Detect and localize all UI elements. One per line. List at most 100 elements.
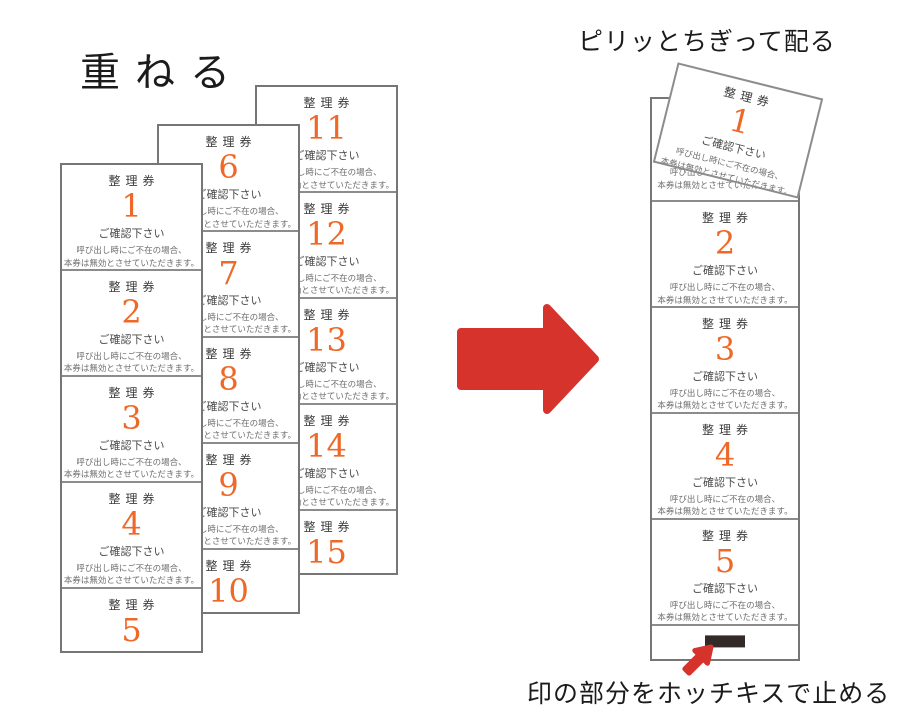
- ticket-note-line2: 本券は無効とさせていただきます。: [63, 257, 200, 268]
- ticket-number: 5: [714, 541, 736, 580]
- ticket-confirm-text: ご確認下さい: [692, 477, 758, 490]
- ticket-number: 4: [714, 435, 736, 474]
- ticket-cell: 整理券 5 ご確認下さい 呼び出し時にご不在の場合、 本券は無効とさせていただき…: [652, 517, 798, 624]
- ticket-confirm-text: ご確認下さい: [294, 571, 360, 573]
- ticket-cell: 整理券 2 ご確認下さい 呼び出し時にご不在の場合、 本券は無効とさせていただき…: [652, 202, 798, 306]
- ticket-number: 12: [306, 214, 347, 253]
- ticket-title: 整理券: [205, 135, 257, 149]
- ticket-note-line2: 本券は無効とさせていただきます。: [63, 363, 200, 374]
- ticket-note-line1: 呼び出し時にご不在の場合、: [669, 494, 781, 505]
- ticket-note-line1: 呼び出し時にご不在の場合、: [271, 167, 382, 178]
- ticket-cell: 整理券 1 ご確認下さい 呼び出し時にご不在の場合、 本券は無効とさせていただき…: [62, 165, 201, 269]
- ticket-note-line1: 呼び出し時にご不在の場合、: [669, 599, 781, 610]
- ticket-note-line2: 本券は無効とさせていただきます。: [160, 536, 297, 547]
- ticket-note-line1: 呼び出し時にご不在の場合、: [669, 388, 781, 399]
- ticket-number: 3: [121, 398, 142, 437]
- ticket-number: 6: [218, 148, 239, 186]
- ticket-note-line1: 呼び出し時にご不在の場合、: [669, 282, 781, 293]
- ticket-note-line2: 本券は無効とさせていただきます。: [258, 179, 395, 190]
- ticket-note-line1: 呼び出し時にご不在の場合、: [271, 484, 382, 495]
- ticket-note-line2: 本券は無効とさせていただきます。: [160, 430, 297, 441]
- ticket-note-line2: 本券は無効とさせていただきます。: [657, 400, 793, 411]
- ticket-title: 整理券: [303, 201, 355, 216]
- ticket-confirm-text: ご確認下さい: [692, 371, 758, 384]
- ticket-title: 整理券: [701, 528, 753, 543]
- ticket-note-line2: 本券は無効とさせていただきます。: [160, 324, 297, 335]
- ticket-notes: 呼び出し時にご不在の場合、 本券は無効とさせていただきます。: [657, 599, 792, 624]
- ticket-number: 7: [218, 253, 239, 292]
- ticket-title: 整理券: [701, 422, 753, 437]
- ticket-note-line1: 呼び出し時にご不在の場合、: [76, 562, 187, 573]
- ticket-notes: 呼び出し時にご不在の場合、 本券は無効とさせていただきます。: [64, 244, 199, 269]
- ticket-notes: 呼び出し時にご不在の場合、 本券は無効とさせていただきます。: [259, 272, 394, 297]
- staple-pointer-arrow-icon: [675, 635, 723, 683]
- ticket-note-line2: 本券は無効とさせていただきます。: [63, 469, 200, 480]
- ticket-title: 整理券: [205, 558, 257, 573]
- ticket-notes: 呼び出し時にご不在の場合、 本券は無効とさせていただきます。: [64, 562, 199, 587]
- ticket-number: 4: [121, 504, 142, 543]
- ticket-cell: 整理券 2 ご確認下さい 呼び出し時にご不在の場合、 本券は無効とさせていただき…: [62, 268, 201, 375]
- ticket-confirm-text: ご確認下さい: [98, 440, 165, 453]
- ticket-note-line2: 本券は無効とさせていただきます。: [657, 612, 793, 623]
- ticket-title: 整理券: [303, 519, 355, 534]
- ticket-note-line2: 本券は無効とさせていただきます。: [258, 497, 395, 508]
- ticket-notes: 呼び出し時にご不在の場合、 本券は無効とさせていただきます。: [161, 523, 296, 548]
- ticket-note-line1: 呼び出し時にご不在の場合、: [76, 351, 187, 362]
- ticket-confirm-text: ご確認下さい: [692, 265, 758, 278]
- ticket-number: 10: [208, 571, 249, 610]
- ticket-number: 2: [714, 224, 736, 262]
- ticket-note-line1: 呼び出し時にご不在の場合、: [76, 245, 187, 256]
- ticket-note-line1: 呼び出し時にご不在の場合、: [173, 418, 284, 429]
- ticket-cell: 整理券 4 ご確認下さい 呼び出し時にご不在の場合、 本券は無効とさせていただき…: [652, 411, 798, 518]
- ticket-confirm-text: ご確認下さい: [99, 649, 165, 651]
- ticket-note-line2: 本券は無効とさせていただきます。: [160, 218, 297, 229]
- staple-mark: [705, 635, 745, 648]
- ticket-notes: 呼び出し時にご不在の場合、 本券は無効とさせていただきます。: [161, 205, 296, 230]
- ticket-title: 整理券: [108, 597, 160, 612]
- ticket-notes: 呼び出し時にご不在の場合、 本券は無効とさせていただきます。: [259, 378, 394, 403]
- ticket-confirm-text: ご確認下さい: [293, 362, 360, 375]
- ticket-notes: 呼び出し時にご不在の場合、 本券は無効とさせていただきます。: [657, 493, 792, 518]
- ticket-title: 整理券: [108, 385, 160, 400]
- ticket-notes: 呼び出し時にご不在の場合、 本券は無効とさせていただきます。: [259, 166, 394, 191]
- ticket-note-line1: 呼び出し時にご不在の場合、: [271, 273, 382, 284]
- ticket-confirm-text: ご確認下さい: [98, 228, 165, 241]
- ticket-title: 整理券: [205, 452, 257, 467]
- staple-cell: [652, 623, 798, 659]
- ticket-number: 8: [218, 359, 239, 398]
- ticket-title: 整理券: [108, 491, 160, 506]
- ticket-notes: 呼び出し時にご不在の場合、 本券は無効とさせていただきます。: [657, 281, 792, 306]
- ticket-number: 15: [306, 532, 347, 571]
- ticket-cell: 整理券 4 ご確認下さい 呼び出し時にご不在の場合、 本券は無効とさせていただき…: [62, 480, 201, 587]
- ticket-number: 11: [306, 109, 347, 147]
- ticket-number: 14: [306, 426, 347, 465]
- ticket-confirm-text: ご確認下さい: [196, 610, 262, 612]
- ticket-number: 13: [306, 320, 347, 359]
- ticket-strip-1-5: 整理券 1 ご確認下さい 呼び出し時にご不在の場合、 本券は無効とさせていただき…: [60, 163, 203, 653]
- ticket-note-line1: 呼び出し時にご不在の場合、: [76, 457, 187, 468]
- ticket-note-line1: 呼び出し時にご不在の場合、: [173, 523, 284, 534]
- ticket-title: 整理券: [205, 240, 257, 255]
- caption-staple-step: 印の部分をホッチキスで止める: [527, 680, 891, 708]
- ticket-number: 5: [121, 610, 142, 649]
- ticket-title: 整理券: [701, 211, 753, 225]
- ticket-note-line2: 本券は無効とさせていただきます。: [657, 294, 793, 305]
- ticket-cell: 整理券 5 ご確認下さい 呼び出し時にご不在の場合、 本券は無効とさせていただき…: [62, 586, 201, 651]
- ticket-notes: 呼び出し時にご不在の場合、 本券は無効とさせていただきます。: [161, 417, 296, 442]
- ticket-note-line2: 本券は無効とさせていただきます。: [63, 575, 200, 586]
- ticket-number: 1: [725, 100, 755, 143]
- ticket-confirm-text: ご確認下さい: [195, 506, 262, 519]
- ticket-cell: 整理券 3 ご確認下さい 呼び出し時にご不在の場合、 本券は無効とさせていただき…: [62, 374, 201, 481]
- ticket-notes: 呼び出し時にご不在の場合、 本券は無効とさせていただきます。: [259, 484, 394, 509]
- ticket-title: 整理券: [303, 96, 355, 110]
- ticket-number: 2: [121, 292, 142, 331]
- ticket-title: 整理券: [205, 346, 257, 361]
- ticket-confirm-text: ご確認下さい: [293, 256, 360, 269]
- ticket-notes: 呼び出し時にご不在の場合、 本券は無効とさせていただきます。: [161, 311, 296, 336]
- ticket-note-line2: 本券は無効とさせていただきます。: [657, 506, 793, 517]
- ticket-cell: 整理券 3 ご確認下さい 呼び出し時にご不在の場合、 本券は無効とさせていただき…: [652, 305, 798, 412]
- right-arrow-icon: [455, 300, 603, 418]
- ticket-confirm-text: ご確認下さい: [195, 189, 262, 202]
- ticket-number: 9: [218, 465, 239, 504]
- ticket-note-line1: 呼び出し時にご不在の場合、: [173, 206, 284, 217]
